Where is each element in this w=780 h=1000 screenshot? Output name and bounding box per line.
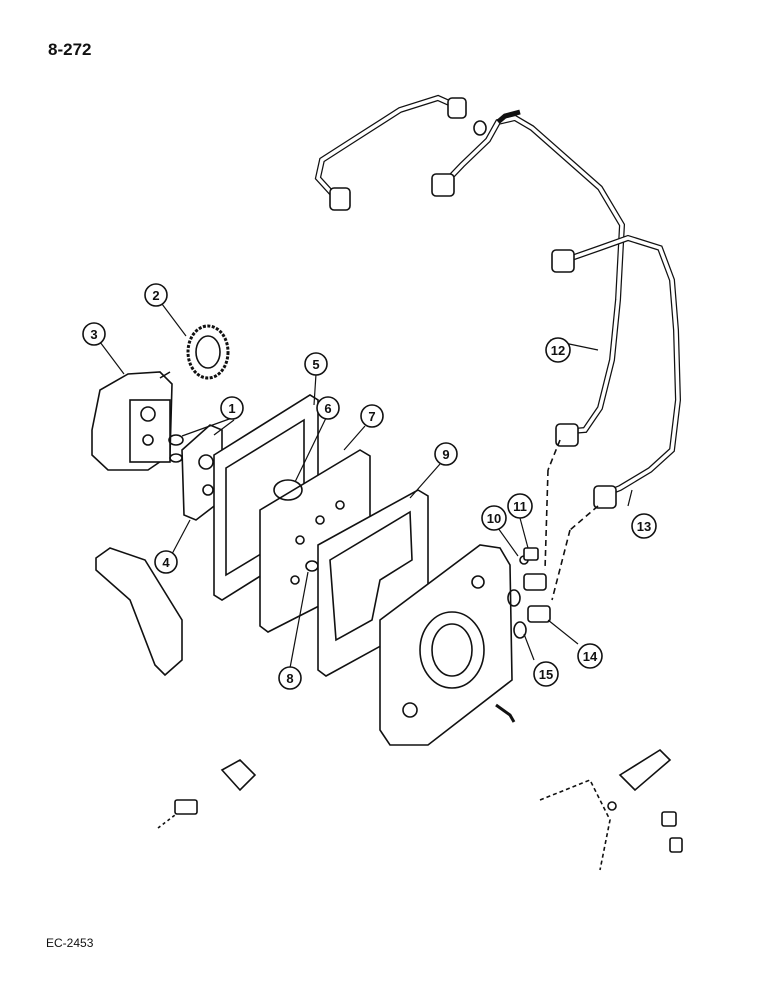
callout-7: 7 (360, 404, 384, 428)
callout-13: 13 (631, 513, 657, 539)
lower-fittings (157, 748, 683, 871)
fittings (507, 547, 551, 639)
page-number: 8-272 (48, 40, 92, 59)
callout-5: 5 (304, 352, 328, 376)
callout-14: 14 (577, 643, 603, 669)
callout-2: 2 (144, 283, 168, 307)
figure-code: EC-2453 (46, 936, 94, 950)
svg-text:15: 15 (539, 667, 553, 682)
svg-text:10: 10 (487, 511, 501, 526)
callout-10: 10 (481, 505, 507, 531)
upper-tubes (314, 94, 626, 435)
svg-text:4: 4 (162, 555, 170, 570)
callout-8: 8 (278, 666, 302, 690)
support-bracket (95, 547, 183, 677)
svg-text:1: 1 (228, 401, 235, 416)
svg-text:7: 7 (368, 409, 375, 424)
svg-text:11: 11 (513, 499, 527, 514)
svg-text:3: 3 (90, 327, 97, 342)
right-tubes (544, 234, 682, 601)
valve-body (379, 544, 516, 746)
svg-text:6: 6 (324, 401, 331, 416)
svg-text:13: 13 (637, 519, 651, 534)
small-plate (181, 424, 223, 521)
svg-text:5: 5 (312, 357, 319, 372)
callout-11: 11 (507, 493, 533, 519)
pump-housing (91, 371, 173, 471)
callout-leaders (99, 303, 633, 669)
callout-1: 1 (220, 396, 244, 420)
callout-4: 4 (154, 550, 178, 574)
callout-9: 9 (434, 442, 458, 466)
callout-12: 12 (545, 337, 571, 363)
callout-6: 6 (316, 396, 340, 420)
svg-text:8: 8 (286, 671, 293, 686)
callout-3: 3 (82, 322, 106, 346)
svg-text:12: 12 (551, 343, 565, 358)
drive-gear (186, 324, 230, 380)
svg-text:9: 9 (442, 447, 449, 462)
svg-text:14: 14 (583, 649, 598, 664)
callout-15: 15 (533, 661, 559, 687)
svg-text:2: 2 (152, 288, 159, 303)
callouts: 1 2 3 4 5 6 7 8 9 10 11 12 13 14 15 (82, 283, 657, 690)
